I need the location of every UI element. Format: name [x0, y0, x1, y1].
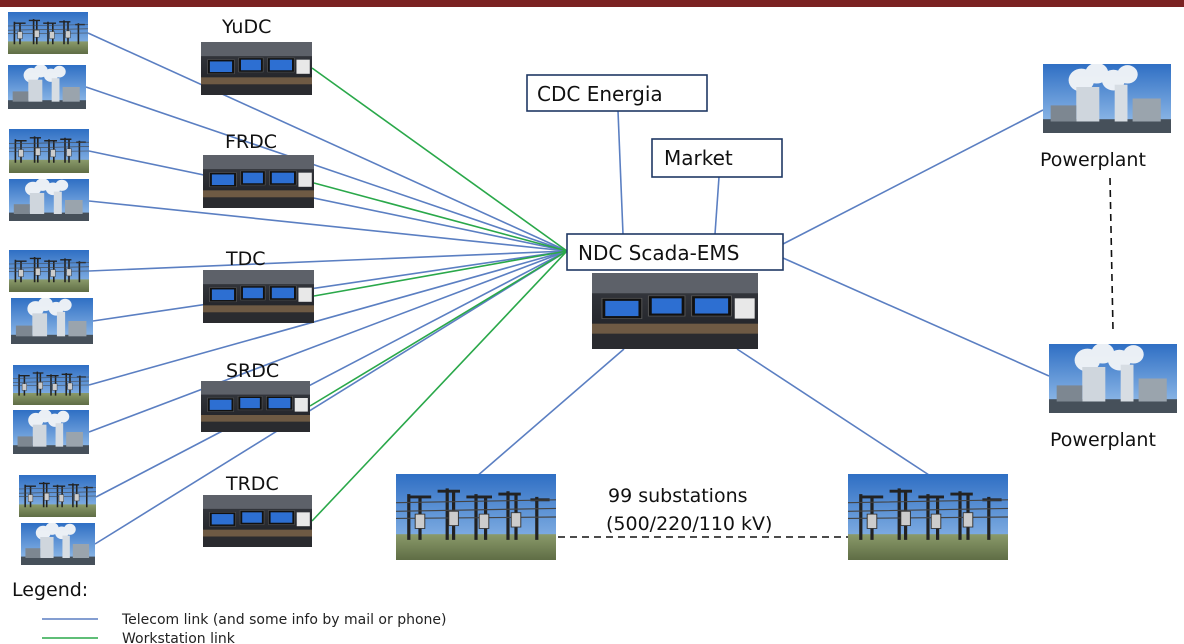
powerplant-image	[1049, 344, 1177, 413]
substation-image	[848, 474, 1008, 560]
telecom-link	[94, 250, 568, 545]
substations-count-label: 99 substations	[608, 485, 748, 507]
control-room-image	[201, 381, 310, 432]
telecom-link	[92, 250, 568, 322]
substation-image	[19, 475, 96, 517]
dc-label-tdc: TDC	[225, 248, 266, 270]
substation-image	[13, 365, 89, 405]
powerplant-image	[8, 65, 86, 109]
hub-box	[566, 233, 784, 271]
powerplant-image	[9, 179, 89, 221]
telecom-link	[88, 200, 568, 252]
dc-label-yudc: YuDC	[221, 16, 271, 38]
control-room-image	[203, 155, 314, 208]
hub-label: NDC Scada-EMS	[578, 241, 739, 265]
center-boxes: CDC Energia Market NDC Scada-EMS	[526, 74, 784, 271]
telecom-link	[85, 86, 568, 252]
workstation-link	[311, 250, 568, 522]
cdc-label: CDC Energia	[537, 82, 663, 106]
telecom-link	[88, 250, 568, 272]
market-label: Market	[664, 146, 733, 170]
telecom-link	[95, 250, 568, 498]
link-lines	[85, 32, 1114, 545]
substation-image	[396, 474, 556, 560]
powerplant-image	[21, 523, 95, 565]
telecom-link	[782, 109, 1044, 245]
dc-label-trdc: TRDC	[225, 473, 279, 495]
telecom-link	[88, 150, 568, 252]
substations-voltage-label: (500/220/110 kV)	[606, 513, 772, 535]
workstation-link	[309, 250, 568, 407]
ndc-control-room-image	[592, 273, 758, 349]
cdc-box	[526, 74, 708, 112]
workstation-link	[313, 250, 568, 297]
dc-label-srdc: SRDC	[226, 360, 279, 382]
legend-label-workstation: Workstation link	[122, 631, 236, 644]
telecom-link	[782, 257, 1050, 377]
legend-title: Legend:	[12, 579, 88, 601]
dashed-link-powerplants	[1109, 177, 1114, 331]
workstation-link	[313, 182, 568, 252]
powerplant-label-bottom: Powerplant	[1050, 429, 1156, 451]
workstation-link	[311, 67, 568, 252]
powerplant-image	[13, 410, 89, 454]
top-accent-bar	[0, 0, 1184, 7]
market-box	[651, 138, 783, 178]
powerplant-image	[11, 298, 93, 344]
telecom-link	[88, 250, 568, 386]
telecom-link	[617, 110, 624, 235]
powerplant-label-top: Powerplant	[1040, 149, 1146, 171]
control-room-image	[203, 495, 312, 547]
substation-image	[8, 12, 88, 54]
powerplant-image	[1043, 64, 1171, 133]
telecom-link	[736, 348, 930, 476]
dc-label-frdc: FRDC	[225, 131, 277, 153]
legend: Legend: Telecom link (and some info by m…	[12, 579, 446, 644]
legend-label-telecom: Telecom link (and some info by mail or p…	[121, 612, 446, 628]
substation-image	[9, 250, 89, 292]
telecom-link	[88, 250, 568, 433]
control-room-image	[203, 270, 314, 323]
substation-image	[9, 129, 89, 173]
telecom-link	[475, 348, 625, 478]
telecom-link	[87, 32, 568, 252]
control-room-image	[201, 42, 312, 95]
telecom-link	[714, 176, 720, 235]
